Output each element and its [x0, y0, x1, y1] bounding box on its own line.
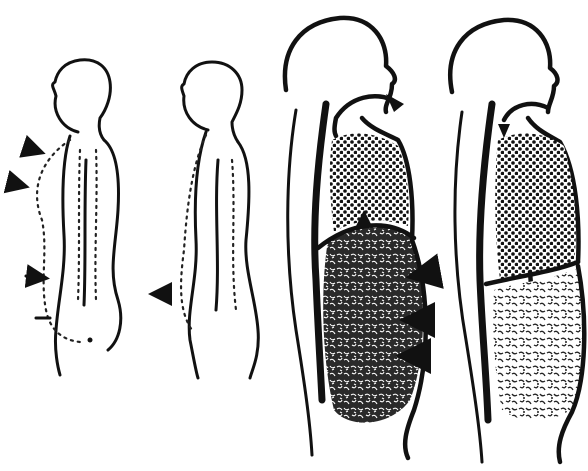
abdomen [493, 268, 584, 421]
back-outline [288, 110, 312, 455]
figure-panel-3 [285, 18, 436, 458]
back-outline [104, 140, 121, 350]
arrow-in-2 [8, 182, 24, 186]
contracted-outline [181, 135, 206, 330]
spine [315, 104, 326, 400]
airway [335, 96, 393, 136]
airway-arrowhead [498, 124, 510, 138]
lungs [495, 133, 576, 280]
navel-dot [88, 338, 93, 343]
figure-panel-2 [154, 62, 258, 378]
inner-line-b [95, 150, 96, 300]
figure-panel-1 [8, 60, 121, 375]
arrow-in-3 [26, 276, 44, 278]
spine [480, 104, 492, 420]
head-outline [182, 62, 242, 142]
front-outline [55, 136, 70, 375]
back-outline [238, 142, 258, 378]
figure-panel-4 [450, 20, 584, 462]
inner-line-dotted [232, 160, 236, 310]
front-outline [189, 132, 206, 378]
inner-line [216, 160, 218, 310]
head-outline [450, 20, 557, 112]
inner-line-a [78, 150, 80, 300]
arrow-in-1 [28, 148, 40, 152]
lungs [330, 133, 409, 232]
head-outline [53, 60, 111, 140]
abdomen [323, 226, 423, 422]
spine-line [84, 160, 86, 305]
